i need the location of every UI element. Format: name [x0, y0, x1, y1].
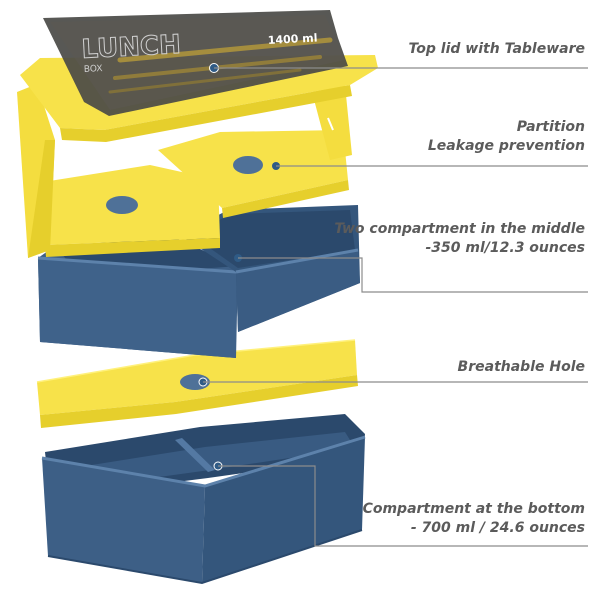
callout-line-bottom [218, 465, 588, 547]
callout-middle: Two compartment in the middle -350 ml/12… [334, 220, 585, 258]
callout-line-middle [238, 257, 588, 293]
callout-middle-line1: Two compartment in the middle [334, 221, 585, 237]
lid-sub-text: BOX [84, 64, 103, 75]
callout-lid: Top lid with Tableware [409, 40, 585, 59]
right-partition-knob [233, 156, 263, 174]
middle-partition-lids [37, 130, 349, 257]
top-lid: LUNCH BOX 1400 ml [17, 10, 378, 258]
callout-bottom: Compartment at the bottom - 700 ml / 24.… [363, 500, 585, 538]
callout-partition-line2: Leakage prevention [427, 138, 585, 154]
callout-partition: Partition Leakage prevention [428, 118, 585, 156]
callout-middle-line2: -350 ml/12.3 ounces [425, 240, 585, 256]
left-partition-knob [106, 196, 138, 214]
bottom-compartment [41, 414, 366, 585]
callout-lid-line1: Top lid with Tableware [408, 41, 585, 57]
lid-capacity-text: 1400 ml [267, 31, 317, 47]
callout-bottom-line1: Compartment at the bottom [362, 501, 585, 517]
callout-bottom-line2: - 700 ml / 24.6 ounces [410, 520, 585, 536]
callout-partition-line1: Partition [516, 119, 585, 135]
callout-lines [203, 67, 588, 547]
callout-hole-line1: Breathable Hole [457, 359, 585, 375]
lid-brand-text: LUNCH [81, 30, 182, 65]
callout-hole: Breathable Hole [458, 358, 585, 377]
